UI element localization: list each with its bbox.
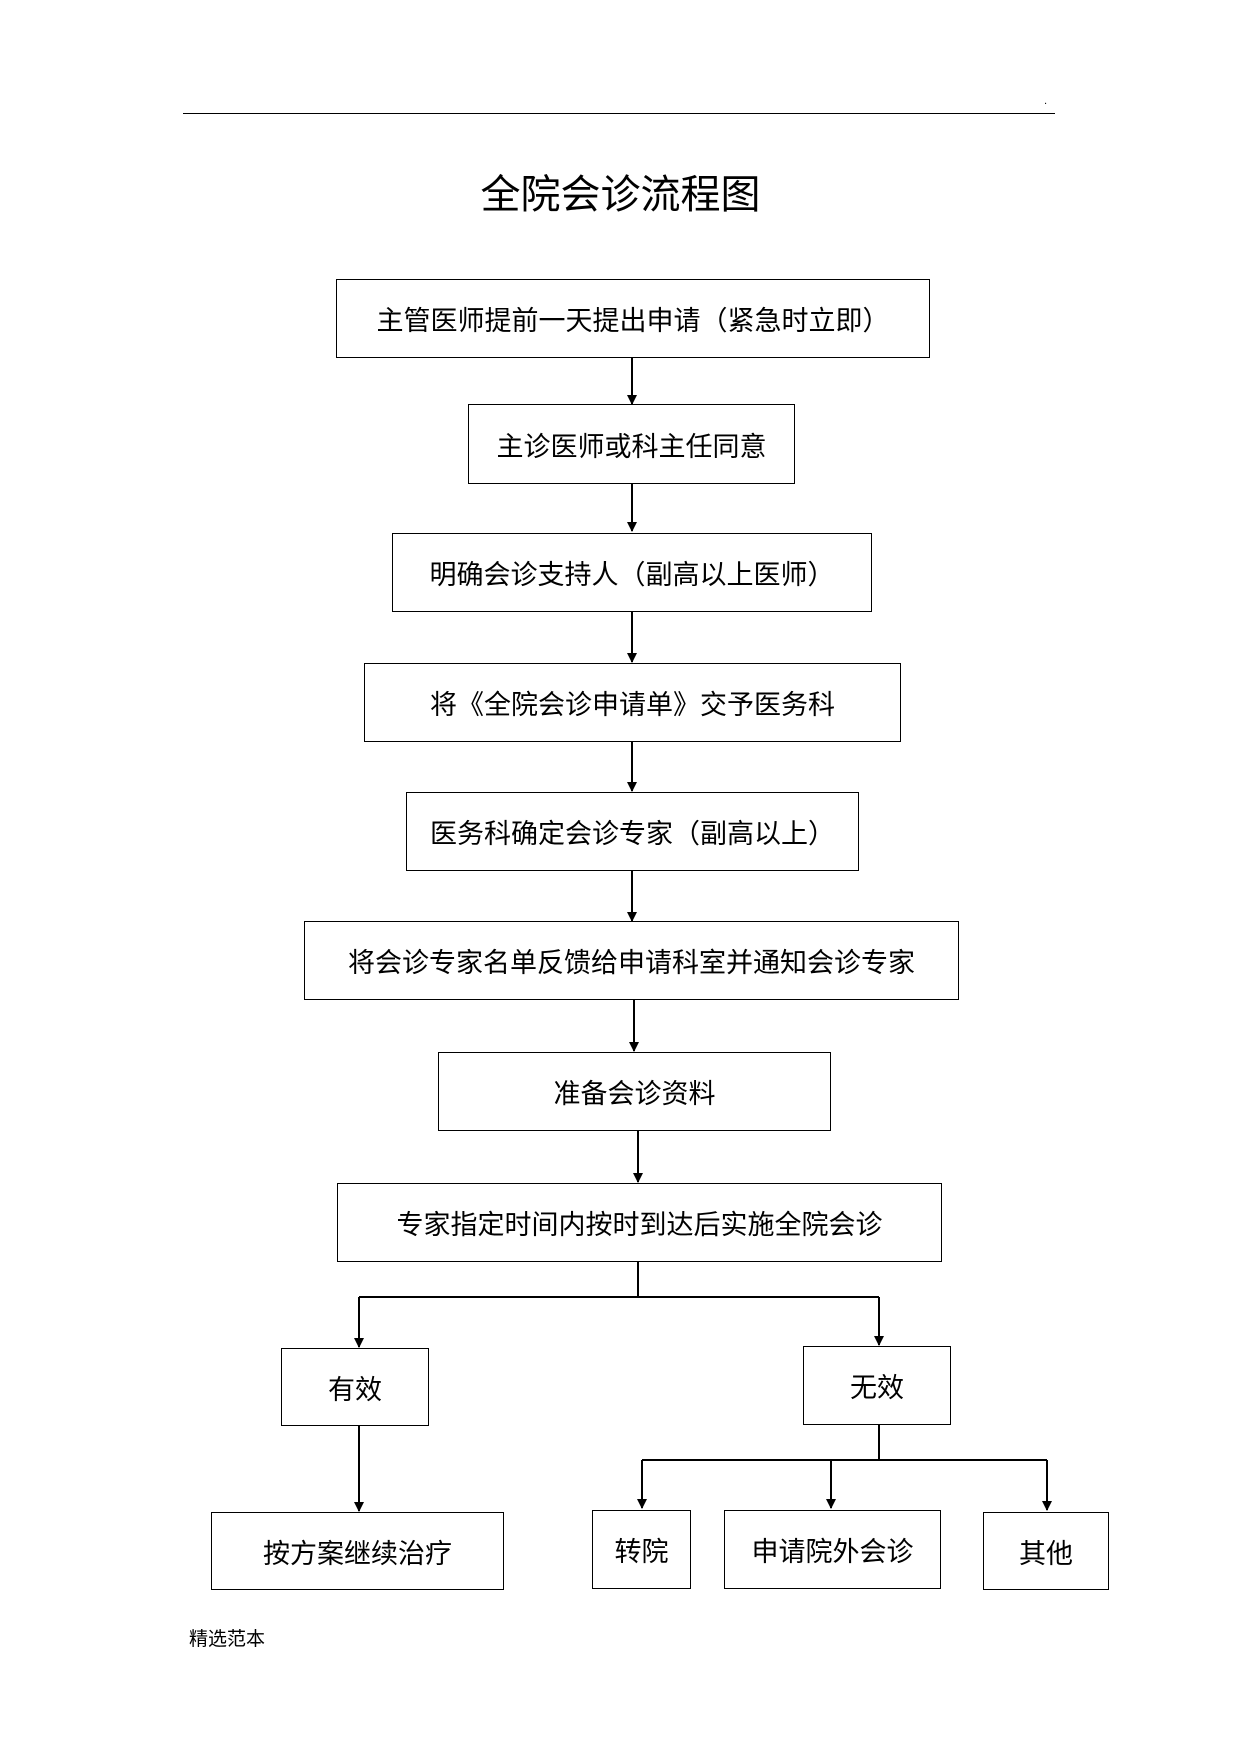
- outcome-other: 其他: [983, 1512, 1109, 1590]
- outcome-continue-treatment: 按方案继续治疗: [211, 1512, 504, 1590]
- header-marker: .: [1044, 96, 1048, 107]
- decision-valid: 有效: [281, 1348, 429, 1426]
- step-submit-form: 将《全院会诊申请单》交予医务科: [364, 663, 901, 742]
- step-chief-approval: 主诊医师或科主任同意: [468, 404, 795, 484]
- decision-invalid: 无效: [803, 1346, 951, 1425]
- outcome-external-consultation: 申请院外会诊: [724, 1510, 941, 1589]
- step-submit-request: 主管医师提前一天提出申请（紧急时立即）: [336, 279, 930, 358]
- step-notify-experts: 将会诊专家名单反馈给申请科室并通知会诊专家: [304, 921, 959, 1000]
- step-prepare-materials: 准备会诊资料: [438, 1052, 831, 1131]
- step-determine-experts: 医务科确定会诊专家（副高以上）: [406, 792, 859, 871]
- step-conduct-consultation: 专家指定时间内按时到达后实施全院会诊: [337, 1183, 942, 1262]
- page-title: 全院会诊流程图: [480, 172, 761, 218]
- outcome-transfer: 转院: [592, 1510, 691, 1589]
- step-assign-supporter: 明确会诊支持人（副高以上医师）: [392, 533, 872, 612]
- footer-label: 精选范本: [189, 1628, 266, 1650]
- header-rule: [183, 113, 1055, 114]
